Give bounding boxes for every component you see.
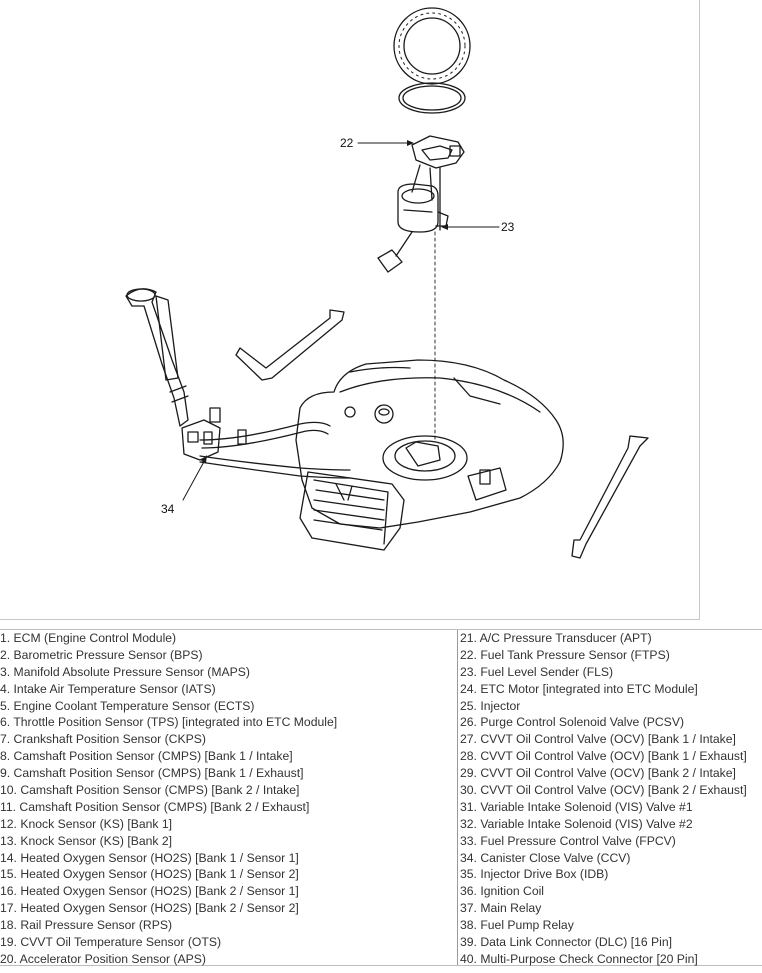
- callout-34: 34: [161, 502, 175, 516]
- legend-item: 30. CVVT Oil Control Valve (OCV) [Bank 2…: [460, 783, 747, 798]
- legend-item: 25. Injector: [460, 698, 521, 713]
- legend-item: 38. Fuel Pump Relay: [460, 918, 574, 933]
- legend-item: 2. Barometric Pressure Sensor (BPS): [0, 647, 203, 662]
- legend-item: 24. ETC Motor [integrated into ETC Modul…: [460, 681, 698, 696]
- legend-item: 12. Knock Sensor (KS) [Bank 1]: [0, 816, 173, 831]
- legend-item: 19. CVVT Oil Temperature Sensor (OTS): [0, 935, 222, 950]
- callout-23: 23: [501, 220, 515, 234]
- lock-ring: [393, 7, 471, 85]
- legend-item: 3. Manifold Absolute Pressure Sensor (MA…: [0, 664, 250, 679]
- legend-item: 8. Camshaft Position Sensor (CMPS) [Bank…: [0, 749, 293, 764]
- fuel-hoses: [199, 407, 351, 479]
- legend-item: 32. Variable Intake Solenoid (VIS) Valve…: [460, 816, 693, 831]
- tank-strap-right: [571, 435, 649, 559]
- legend-item: 7. Crankshaft Position Sensor (CKPS): [0, 732, 206, 747]
- legend-item: 17. Heated Oxygen Sensor (HO2S) [Bank 2 …: [0, 901, 299, 916]
- tank-strap-upper: [235, 309, 345, 381]
- callout-22: 22: [340, 136, 354, 150]
- legend-item: 15. Heated Oxygen Sensor (HO2S) [Bank 1 …: [0, 867, 299, 882]
- legend-item: 26. Purge Control Solenoid Valve (PCSV): [460, 715, 685, 730]
- legend-item: 20. Accelerator Position Sensor (APS): [0, 951, 206, 966]
- callout-34-leader: [182, 457, 207, 501]
- legend-item: 34. Canister Close Valve (CCV): [460, 850, 631, 865]
- legend-item: 14. Heated Oxygen Sensor (HO2S) [Bank 1 …: [0, 850, 299, 865]
- legend-item: 33. Fuel Pressure Control Valve (FPCV): [460, 833, 676, 848]
- legend-item: 40. Multi-Purpose Check Connector [20 Pi…: [460, 951, 698, 966]
- legend-left-column: 1. ECM (Engine Control Module) 2. Barome…: [0, 630, 458, 966]
- legend-item: 1. ECM (Engine Control Module): [0, 631, 177, 645]
- component-legend: 1. ECM (Engine Control Module) 2. Barome…: [0, 629, 762, 966]
- legend-item: 35. Injector Drive Box (IDB): [460, 867, 609, 882]
- legend-item: 5. Engine Coolant Temperature Sensor (EC…: [0, 698, 255, 713]
- legend-item: 13. Knock Sensor (KS) [Bank 2]: [0, 833, 173, 848]
- fuel-system-diagram: 22 23 34: [0, 0, 700, 620]
- legend-item: 9. Camshaft Position Sensor (CMPS) [Bank…: [0, 766, 304, 781]
- legend-item: 22. Fuel Tank Pressure Sensor (FTPS): [460, 647, 670, 662]
- legend-item: 4. Intake Air Temperature Sensor (IATS): [0, 681, 216, 696]
- gasket: [398, 82, 466, 114]
- canister: [299, 471, 405, 551]
- legend-item: 18. Rail Pressure Sensor (RPS): [0, 918, 173, 933]
- legend-item: 28. CVVT Oil Control Valve (OCV) [Bank 1…: [460, 749, 747, 764]
- legend-item: 11. Camshaft Position Sensor (CMPS) [Ban…: [0, 799, 310, 814]
- legend-item: 23. Fuel Level Sender (FLS): [460, 664, 614, 679]
- legend-item: 36. Ignition Coil: [460, 884, 545, 899]
- legend-item: 6. Throttle Position Sensor (TPS) [integ…: [0, 715, 338, 730]
- canister-close-valve: [181, 419, 221, 461]
- fuel-pump-module: [377, 135, 465, 273]
- legend-item: 21. A/C Pressure Transducer (APT): [460, 631, 652, 645]
- legend-item: 29. CVVT Oil Control Valve (OCV) [Bank 2…: [460, 766, 736, 781]
- tank-connector: [467, 467, 507, 501]
- legend-right-column: 21. A/C Pressure Transducer (APT) 22. Fu…: [458, 630, 762, 966]
- legend-item: 37. Main Relay: [460, 901, 542, 916]
- legend-item: 39. Data Link Connector (DLC) [16 Pin]: [460, 935, 673, 950]
- legend-item: 10. Camshaft Position Sensor (CMPS) [Ban…: [0, 783, 300, 798]
- legend-item: 27. CVVT Oil Control Valve (OCV) [Bank 1…: [460, 732, 736, 747]
- fuel-tank: [295, 359, 564, 529]
- filler-neck: [125, 288, 189, 427]
- legend-item: 16. Heated Oxygen Sensor (HO2S) [Bank 2 …: [0, 884, 299, 899]
- fuel-tank-illustration: [125, 7, 649, 559]
- legend-item: 31. Variable Intake Solenoid (VIS) Valve…: [460, 799, 693, 814]
